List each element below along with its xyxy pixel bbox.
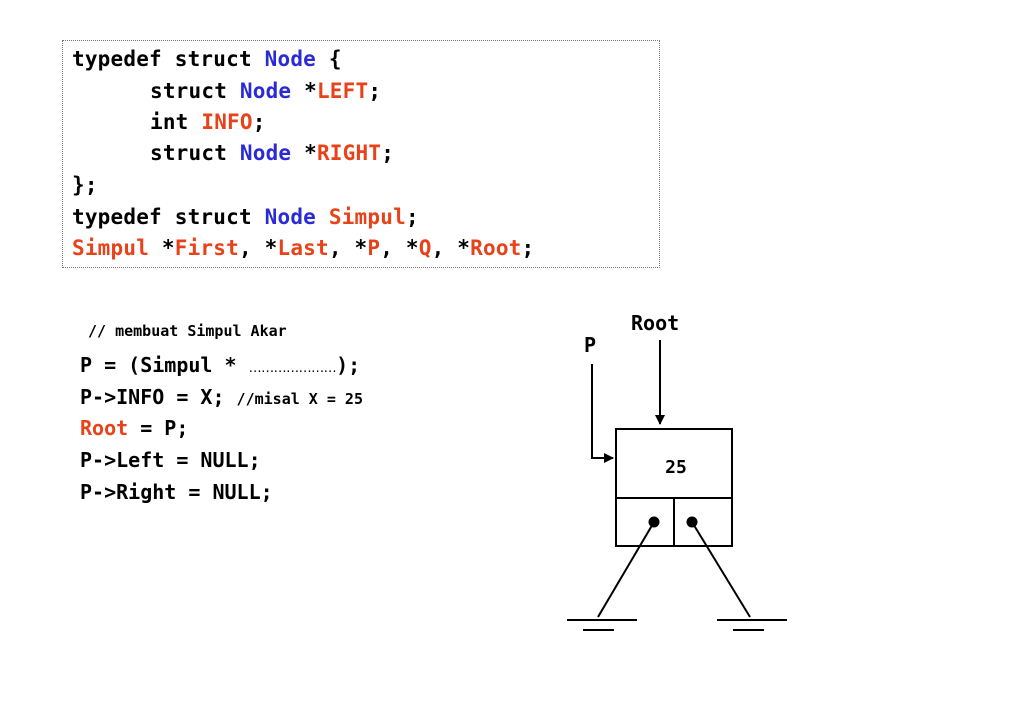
snippet-line-left-null: P->Left = NULL;: [80, 448, 261, 472]
code-line-struct-close: };: [72, 173, 98, 197]
right-null-line: [691, 521, 751, 618]
code-line-left-field: struct Node *LEFT;: [150, 79, 382, 103]
snippet-line-set-root: Root = P;: [80, 416, 189, 440]
code-line-pointer-declarations: Simpul *First, *Last, *P, *Q, *Root;: [72, 236, 535, 260]
node-value: 25: [665, 457, 687, 478]
code-line-info-field: int INFO;: [150, 110, 266, 134]
blank-fill-dots: …………………: [248, 361, 337, 376]
root-label: Root: [631, 311, 679, 335]
left-null-line: [597, 521, 655, 618]
code-line-typedef-struct: typedef struct Node {: [72, 47, 342, 71]
code-line-typedef-alias: typedef struct Node Simpul;: [72, 205, 419, 229]
snippet-comment: // membuat Simpul Akar: [88, 322, 287, 340]
snippet-line-right-null: P->Right = NULL;: [80, 480, 273, 504]
p-label: P: [584, 333, 596, 357]
struct-code-box: [62, 40, 660, 268]
code-line-right-field: struct Node *RIGHT;: [150, 141, 395, 165]
snippet-line-set-info: P->INFO = X; //misal X = 25: [80, 385, 363, 409]
snippet-line-allocate: P = (Simpul * …………………);: [80, 353, 361, 377]
p-pointer-arrow: [591, 364, 614, 463]
